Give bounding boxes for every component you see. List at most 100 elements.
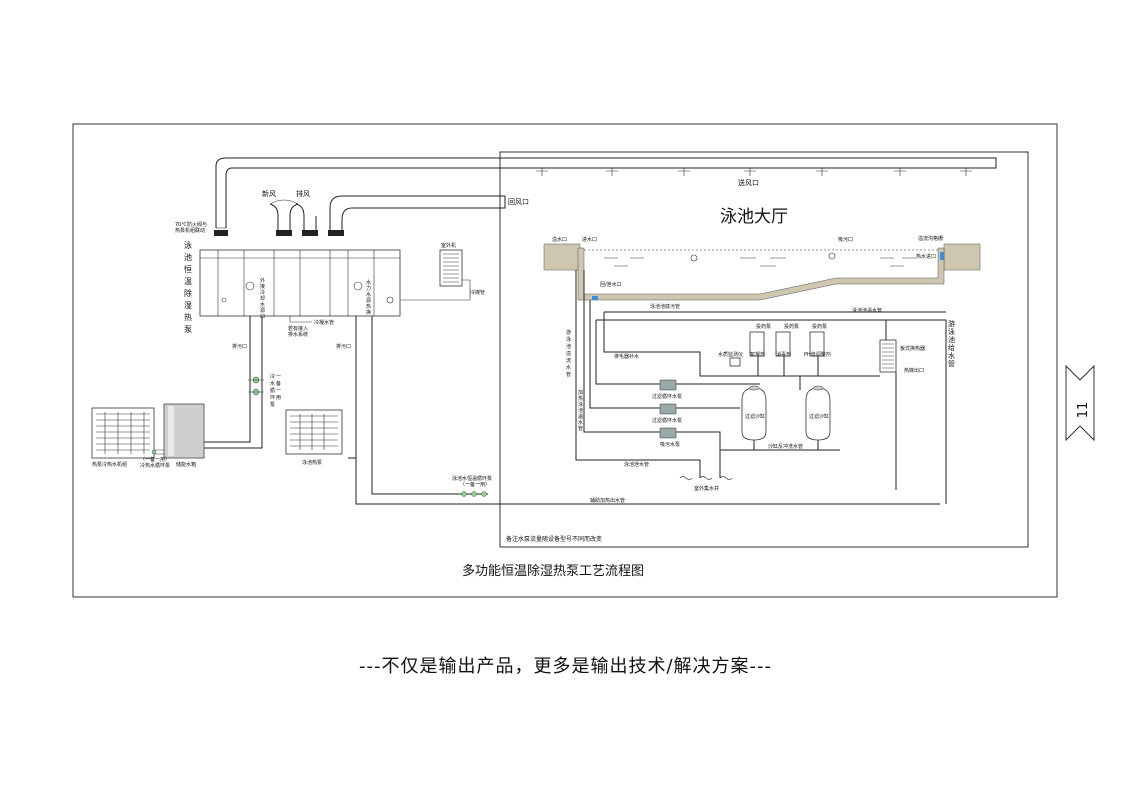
supply-air-label: 送风口	[738, 178, 759, 187]
aux-note-1: 若有接入	[288, 325, 308, 332]
svg-text:游: 游	[948, 319, 955, 328]
svg-text:一: 一	[276, 374, 281, 380]
svg-text:泵: 泵	[184, 325, 192, 334]
return-air-duct	[329, 195, 506, 236]
svg-text:热: 热	[578, 395, 583, 402]
svg-text:除: 除	[184, 288, 192, 298]
svg-text:泳: 泳	[184, 240, 192, 250]
svg-text:泳: 泳	[948, 327, 955, 336]
page-number: 11	[1076, 402, 1091, 419]
svg-text:接: 接	[260, 283, 265, 290]
sand-filter-2-label: 过滤沙缸	[809, 413, 829, 420]
svg-text:水: 水	[566, 364, 571, 371]
exhaust-air-label: 排风	[296, 189, 310, 198]
svg-text:却: 却	[260, 295, 265, 302]
heating-pipe-label-vertical: 加 热 泳 池 温 水 管	[578, 389, 583, 432]
sump-wave	[679, 476, 733, 480]
svg-text:力: 力	[366, 285, 371, 292]
svg-text:源: 源	[260, 307, 265, 314]
fire-damper-label-2: 热泵机组联动	[175, 227, 205, 234]
refrigerant-pipe-label: 冷媒管	[470, 289, 485, 296]
svg-text:冷: 冷	[270, 373, 275, 380]
svg-text:管: 管	[948, 359, 955, 368]
svg-text:换: 换	[366, 309, 371, 316]
dehumidifier-heat-pump-unit	[199, 249, 401, 317]
svg-text:水: 水	[578, 419, 583, 426]
dosing-pump-2: 投药泵	[784, 323, 799, 330]
fire-damper-label: 70℃防火阀与	[175, 221, 207, 228]
dosing-tanks	[749, 331, 825, 357]
circulation-pump-symbols	[248, 376, 264, 396]
pool-circ-pump-label-1: 泳池水恒温循环泵	[452, 475, 492, 482]
svg-text:管: 管	[566, 371, 571, 378]
heat-return-label: 热水进口	[916, 253, 936, 260]
svg-text:给: 给	[948, 343, 955, 352]
hall-title: 泳池大厅	[720, 207, 788, 227]
heat-pump-chiller	[91, 407, 155, 459]
outdoor-unit	[439, 249, 463, 287]
slogan: ---不仅是输出产品，更多是输出技术/解决方案---	[358, 656, 773, 677]
circ-pump-label-vertical: 冷 一 水 备 循 一 环 用 泵	[270, 373, 281, 408]
drain-pipe-label: 泳池池底污管	[650, 303, 680, 310]
pool-circ-pump-symbols	[461, 491, 487, 497]
diagram-title: 多功能恒温除湿热泵工艺流程图	[462, 563, 644, 579]
svg-text:水: 水	[366, 291, 371, 298]
storage-tank	[163, 403, 205, 459]
supply-air-duct	[215, 157, 997, 229]
svg-text:用: 用	[276, 395, 281, 401]
monitor-label: 水质监测仪	[718, 351, 743, 358]
sand-filters	[741, 385, 831, 441]
drain-label-2: 排污口	[336, 343, 351, 350]
svg-text:水: 水	[270, 380, 275, 387]
svg-text:温: 温	[578, 413, 583, 420]
pool-heat-pump	[285, 409, 343, 455]
svg-text:池: 池	[566, 343, 571, 350]
svg-text:恒: 恒	[184, 264, 192, 274]
pool-circ-pump-label-2: （一备一用）	[460, 481, 490, 488]
pump-small-label: （一备一用）	[140, 456, 170, 463]
supply-pipe-label-vertical: 游 泳 池 给 水 管	[948, 319, 955, 368]
svg-text:热: 热	[366, 303, 371, 310]
sand-filter-1-label: 过滤沙缸	[745, 413, 765, 420]
aux-note-2: 排水系统	[288, 331, 308, 338]
svg-text:水: 水	[366, 279, 371, 286]
chem-3-label: PH值调整剂	[804, 351, 831, 358]
treatment-piping	[575, 270, 947, 504]
overflow-label: 溢水口	[552, 236, 567, 243]
plate-heat-exchanger	[879, 339, 897, 373]
filter-pumps	[659, 379, 677, 439]
svg-text:流: 流	[566, 357, 571, 364]
aux-heat-pipe-label: 辅助加热出水管	[590, 497, 625, 504]
pool-hp-label: 泳池热泵	[302, 459, 322, 466]
svg-text:泳: 泳	[578, 401, 583, 408]
svg-text:水: 水	[260, 301, 265, 308]
svg-text:水: 水	[948, 351, 955, 360]
inlet-label: 进水口	[582, 236, 597, 243]
overflow-grate-label: 溢流沟格栅	[918, 235, 943, 242]
condensate-label: 冷凝水管	[314, 319, 334, 326]
svg-text:口: 口	[260, 314, 265, 320]
water-hx-label-vertical: 水 力 水 源 热 换	[366, 279, 371, 316]
page-number-tab: 11	[1065, 364, 1095, 442]
backwash-label: 沙缸反冲洗水管	[768, 443, 803, 450]
dosing-pump-1: 投药泵	[756, 323, 771, 330]
svg-text:游: 游	[566, 329, 571, 336]
svg-text:源: 源	[366, 297, 371, 304]
hp-unit-label: 热泵冷热水机组	[92, 461, 127, 468]
pool-drain-label: 泳池泄水管	[624, 461, 649, 468]
damper-symbols	[214, 230, 344, 236]
suction-pump-label: 吸污水泵	[660, 441, 680, 448]
chem-1-label: 絮凝剂	[750, 351, 765, 358]
svg-text:池: 池	[184, 252, 192, 262]
svg-text:环: 环	[270, 395, 275, 401]
pool-return-label-vertical: 游 泳 池 溢 流 水 管	[566, 329, 571, 378]
svg-text:池: 池	[948, 335, 955, 344]
fresh-air-label: 新风	[262, 189, 276, 198]
return-air-label: 回风口	[508, 198, 529, 206]
svg-text:备: 备	[276, 380, 281, 387]
svg-text:湿: 湿	[184, 301, 192, 310]
pump-small-label-2: 冷热水循环泵	[140, 462, 170, 469]
svg-text:循: 循	[270, 387, 275, 394]
dosing-pump-3: 投药泵	[812, 323, 827, 330]
